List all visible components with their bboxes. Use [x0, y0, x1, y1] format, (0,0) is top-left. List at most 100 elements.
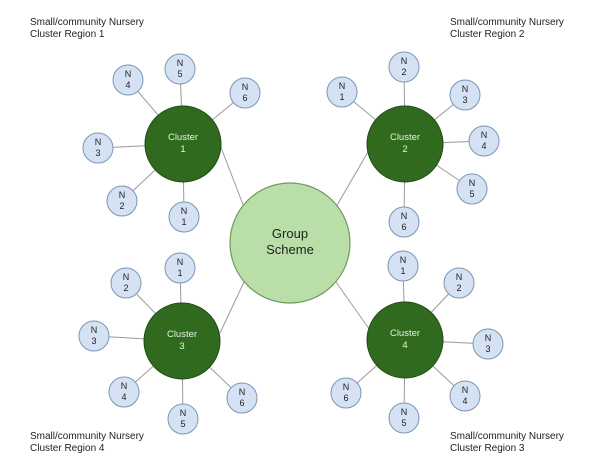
region-4-line2: Cluster Region 4 — [30, 443, 105, 454]
svg-text:N: N — [242, 82, 249, 92]
c1-nursery-1: N 1 — [168, 201, 200, 233]
svg-text:1: 1 — [400, 266, 405, 276]
c4-nursery-1: N 1 — [387, 250, 419, 282]
cluster-4-title: Cluster — [390, 328, 420, 339]
c2-nursery-1: N 1 — [326, 76, 358, 108]
region-1-line1: Small/community Nursery — [30, 17, 144, 28]
svg-text:5: 5 — [180, 419, 185, 429]
svg-text:N: N — [401, 211, 408, 221]
c3-nursery-3: N 3 — [78, 320, 110, 352]
svg-text:6: 6 — [242, 93, 247, 103]
svg-text:N: N — [401, 56, 408, 66]
svg-text:6: 6 — [401, 222, 406, 232]
cluster-4-number: 4 — [402, 340, 407, 351]
svg-text:N: N — [177, 257, 184, 267]
group-scheme-circle — [229, 182, 351, 304]
cluster-3-title: Cluster — [167, 329, 197, 340]
c2-nursery-3: N 3 — [449, 79, 481, 111]
region-label-1: Small/community Nursery Cluster Region 1 — [30, 17, 144, 41]
svg-text:N: N — [400, 255, 407, 265]
svg-text:N: N — [177, 58, 184, 68]
edge-group-cluster-1 — [219, 144, 245, 208]
region-label-3: Small/community Nursery Cluster Region 3 — [450, 431, 564, 455]
cluster-4-circle — [366, 301, 444, 379]
c3-nursery-5: N 5 — [167, 403, 199, 435]
svg-text:3: 3 — [95, 148, 100, 158]
svg-text:1: 1 — [339, 92, 344, 102]
c3-nursery-6: N 6 — [226, 382, 258, 414]
svg-text:2: 2 — [123, 283, 128, 293]
region-label-4: Small/community Nursery Cluster Region 4 — [30, 431, 144, 455]
svg-text:N: N — [91, 325, 98, 335]
svg-text:N: N — [462, 385, 469, 395]
c4-nursery-4: N 4 — [449, 380, 481, 412]
svg-text:N: N — [343, 382, 350, 392]
svg-text:N: N — [121, 381, 128, 391]
svg-text:N: N — [339, 81, 346, 91]
edge-group-cluster-3 — [219, 281, 245, 334]
region-4-line1: Small/community Nursery — [30, 431, 144, 442]
svg-text:N: N — [239, 387, 246, 397]
cluster-3-number: 3 — [179, 341, 184, 352]
svg-text:4: 4 — [481, 141, 486, 151]
c3-nursery-4: N 4 — [108, 376, 140, 408]
svg-text:6: 6 — [343, 393, 348, 403]
cluster-4-node: Cluster 4 — [366, 301, 444, 379]
group-label-line2: Scheme — [266, 242, 314, 257]
svg-text:N: N — [180, 408, 187, 418]
svg-text:5: 5 — [401, 418, 406, 428]
svg-text:N: N — [123, 272, 130, 282]
svg-text:N: N — [119, 190, 126, 200]
cluster-1-circle — [144, 105, 222, 183]
svg-text:1: 1 — [181, 217, 186, 227]
region-label-2: Small/community Nursery Cluster Region 2 — [450, 17, 564, 41]
svg-text:N: N — [125, 69, 132, 79]
cluster-1-node: Cluster 1 — [144, 105, 222, 183]
edge-group-cluster-2 — [335, 144, 373, 208]
cluster-1-title: Cluster — [168, 132, 198, 143]
svg-text:6: 6 — [239, 398, 244, 408]
c1-nursery-4: N 4 — [112, 64, 144, 96]
c2-nursery-2: N 2 — [388, 51, 420, 83]
cluster-2-number: 2 — [402, 144, 407, 155]
c3-nursery-2: N 2 — [110, 267, 142, 299]
cluster-3-circle — [143, 302, 221, 380]
c1-nursery-6: N 6 — [229, 77, 261, 109]
c1-nursery-5: N 5 — [164, 53, 196, 85]
cluster-2-node: Cluster 2 — [366, 105, 444, 183]
svg-text:1: 1 — [177, 268, 182, 278]
svg-text:N: N — [181, 206, 188, 216]
c1-nursery-2: N 2 — [106, 185, 138, 217]
svg-text:3: 3 — [462, 95, 467, 105]
edge-group-cluster-4 — [335, 281, 373, 334]
c2-nursery-5: N 5 — [456, 173, 488, 205]
c4-nursery-2: N 2 — [443, 267, 475, 299]
svg-text:4: 4 — [125, 80, 130, 90]
c2-nursery-4: N 4 — [468, 125, 500, 157]
c4-nursery-3: N 3 — [472, 328, 504, 360]
region-2-line1: Small/community Nursery — [450, 17, 564, 28]
cluster-2-title: Cluster — [390, 132, 420, 143]
c1-nursery-3: N 3 — [82, 132, 114, 164]
c4-nursery-5: N 5 — [388, 402, 420, 434]
svg-text:3: 3 — [91, 336, 96, 346]
svg-text:N: N — [456, 272, 463, 282]
cluster-3-node: Cluster 3 — [143, 302, 221, 380]
svg-text:4: 4 — [121, 392, 126, 402]
region-3-line2: Cluster Region 3 — [450, 443, 525, 454]
svg-text:N: N — [469, 178, 476, 188]
region-3-line1: Small/community Nursery — [450, 431, 564, 442]
svg-text:2: 2 — [456, 283, 461, 293]
svg-text:N: N — [462, 84, 469, 94]
svg-text:2: 2 — [119, 201, 124, 211]
c3-nursery-1: N 1 — [164, 252, 196, 284]
group-label-line1: Group — [272, 226, 308, 241]
svg-text:N: N — [485, 333, 492, 343]
svg-text:3: 3 — [485, 344, 490, 354]
cluster-2-circle — [366, 105, 444, 183]
svg-text:N: N — [481, 130, 488, 140]
svg-text:5: 5 — [177, 69, 182, 79]
group-scheme-node: Group Scheme — [229, 182, 351, 304]
region-1-line2: Cluster Region 1 — [30, 29, 105, 40]
